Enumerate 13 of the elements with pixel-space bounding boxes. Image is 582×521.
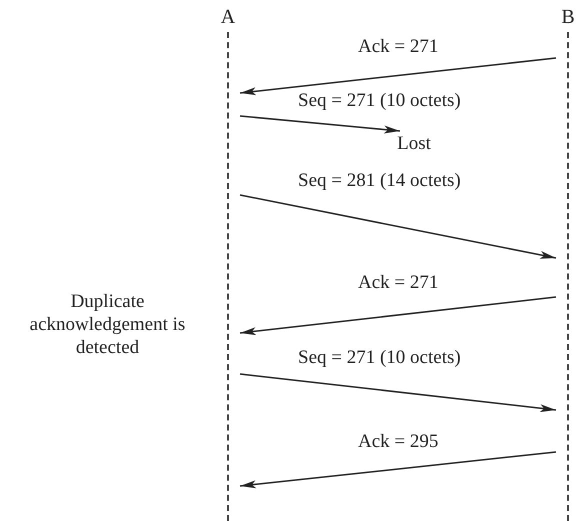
- message-arrow: [240, 373, 556, 412]
- message-arrow: [240, 115, 400, 134]
- message-arrow: [240, 57, 556, 96]
- edge-label: Seq = 271 (10 octets): [296, 347, 463, 369]
- message-arrow: [240, 296, 556, 336]
- edge-label: Seq = 281 (14 octets): [296, 170, 463, 192]
- lifeline-label: B: [560, 6, 576, 28]
- lifeline-label: A: [220, 6, 236, 28]
- message-arrow: [240, 194, 556, 259]
- note-text: Duplicate acknowledgement is detected: [28, 290, 186, 359]
- edge-label: Seq = 271 (10 octets): [296, 90, 463, 112]
- message-arrow: [240, 451, 556, 488]
- lost-note: Lost: [392, 132, 436, 155]
